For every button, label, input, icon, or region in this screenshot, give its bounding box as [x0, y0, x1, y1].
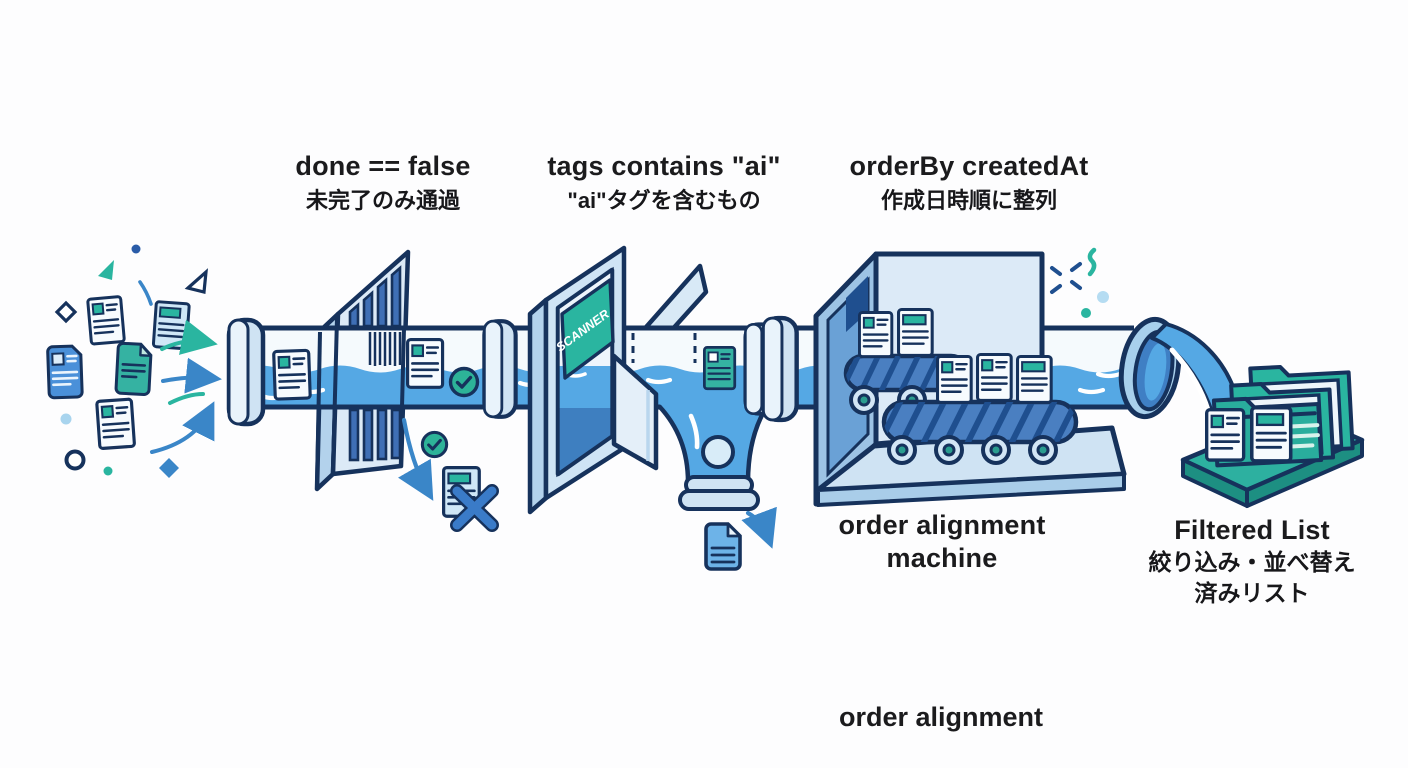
inlet-arrows — [150, 319, 222, 454]
dot-shape-icon — [103, 466, 113, 476]
stage-title: tags contains "ai" — [547, 151, 781, 181]
machine-label: order alignment machine — [838, 509, 1045, 575]
diamond-shape-icon — [54, 300, 78, 324]
triangle-shape-icon — [98, 260, 114, 280]
stage-title: orderBy createdAt — [849, 151, 1089, 181]
dot-shape-icon — [60, 413, 72, 425]
squiggle-icon — [1087, 247, 1097, 277]
order-alignment-machine — [813, 251, 1127, 507]
motion-line — [138, 280, 153, 306]
stage-label-filter-done: done == false 未完了のみ通過 — [295, 150, 470, 216]
deflector-flap-front — [611, 353, 659, 471]
output-subtitle-line2: 済みリスト — [1194, 580, 1310, 606]
output-label: Filtered List 絞り込み・並べ替え 済みリスト — [1149, 514, 1356, 609]
grate-comb — [368, 332, 402, 366]
arrow-down-icon — [398, 417, 434, 501]
dropped-document-icon — [704, 522, 742, 571]
drain-flange — [678, 489, 760, 511]
stage-subtitle: 未完了のみ通過 — [305, 188, 460, 213]
machine-label-line2: machine — [886, 543, 998, 573]
input-documents — [46, 244, 222, 478]
stage-label-orderby: orderBy createdAt 作成日時順に整列 — [850, 150, 1089, 216]
circle-shape-icon — [64, 449, 86, 471]
scanner-panel: SCANNER — [527, 245, 627, 515]
stage-subtitle: "ai"タグを含むもの — [567, 188, 761, 213]
sparkle-decorations — [1050, 247, 1109, 318]
stage-title: done == false — [295, 151, 471, 181]
dot-shape-icon — [1081, 308, 1091, 318]
reject-x-icon — [450, 484, 499, 532]
drain-pipe — [678, 413, 777, 571]
scan-dashed-lines — [631, 333, 697, 363]
output-subtitle-line1: 絞り込み・並べ替え — [1148, 549, 1356, 575]
dot-shape-icon — [131, 244, 141, 254]
stage-subtitle: 作成日時順に整列 — [880, 188, 1058, 213]
triangle-outline-icon — [184, 268, 208, 295]
sparkle-icon — [1050, 262, 1082, 294]
machine-label-line1: order alignment — [838, 510, 1046, 540]
scanner-screen: SCANNER — [554, 278, 615, 380]
diamond-shape-icon — [159, 458, 179, 478]
bottom-caption: order alignment — [838, 702, 1044, 732]
grate-edge-overlay — [315, 317, 406, 488]
output-title: Filtered List — [1174, 515, 1330, 545]
rejected-by-done-filter — [398, 417, 499, 532]
arrow-down-icon — [741, 506, 777, 549]
stage-label-filter-tags: tags contains "ai" "ai"タグを含むもの — [547, 150, 780, 216]
output-platform — [1150, 322, 1365, 508]
dot-shape-icon — [1097, 291, 1109, 303]
drain-port-icon — [701, 435, 735, 469]
